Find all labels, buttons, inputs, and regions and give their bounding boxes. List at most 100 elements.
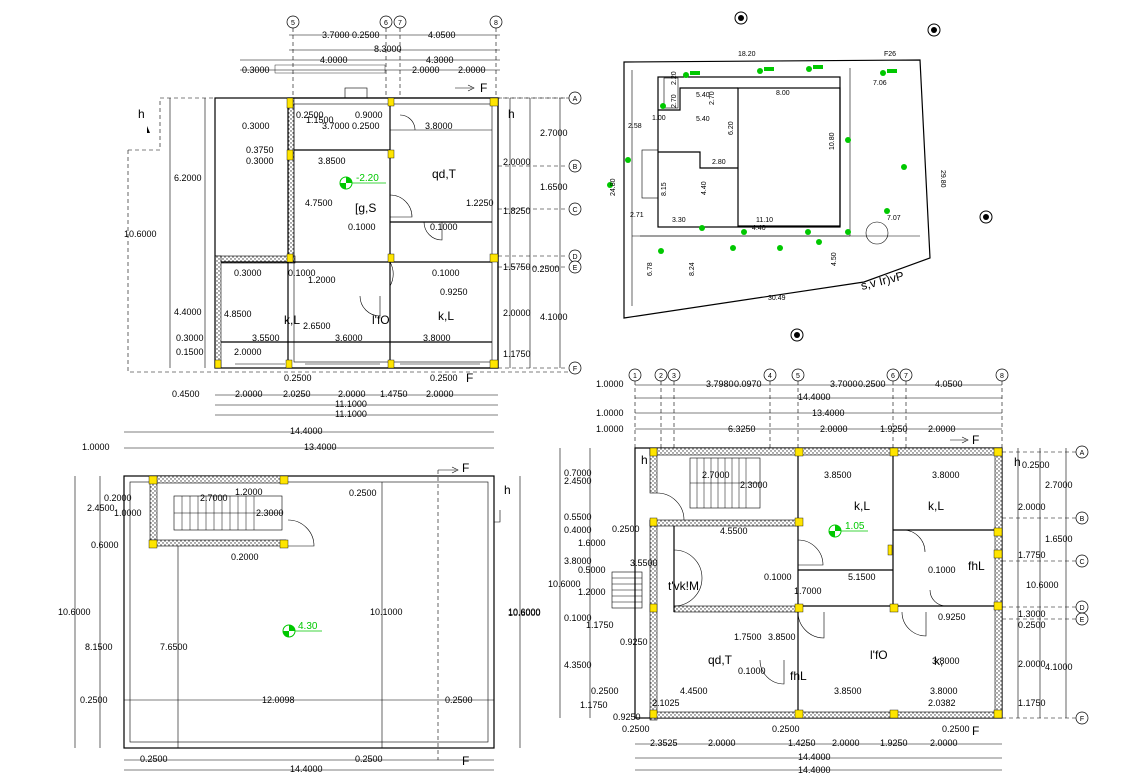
dim-bottom: 1.9250: [880, 738, 908, 748]
dim-inner: 0.2500: [612, 524, 640, 534]
grid-bubble-top-7: 7: [899, 368, 913, 382]
room-label: fhL: [790, 669, 807, 683]
dim-inner: 10.1000: [370, 607, 403, 617]
dim-inner: 2.1025: [652, 698, 680, 708]
site-dim: 6.20: [728, 121, 735, 135]
svg-text:B: B: [573, 164, 578, 171]
dim-left: 1.2000: [578, 587, 606, 597]
dim-right-4: 1.8250: [503, 206, 531, 216]
site-dim: 8.24: [689, 262, 696, 276]
dim-bottom: 2.0000: [426, 389, 454, 399]
dim-top: 2.0000: [820, 424, 848, 434]
grid-bubble-top-3: 3: [667, 368, 681, 382]
dim-right-1: 2.7000: [540, 128, 568, 138]
site-edge-label: F26: [884, 51, 896, 58]
dim-bottom: 14.4000: [290, 764, 323, 774]
site-dim: 10.80: [829, 132, 836, 150]
dim-inner: 1.2000: [308, 275, 336, 285]
dim-right-9: 1.1750: [503, 349, 531, 359]
room-label: qd,T: [432, 167, 457, 181]
dim-left: 0.6000: [91, 540, 119, 550]
section-mark-f: F: [972, 724, 979, 738]
dim-right: 1.7750: [1018, 550, 1046, 560]
room-label: k,L: [438, 309, 454, 323]
dim-right-6: 0.2500: [532, 264, 560, 274]
grid-bubble-right-E: E: [568, 260, 582, 274]
site-dim: 5.40: [696, 92, 710, 99]
room-label: l'fO: [870, 648, 888, 662]
dim-top: 6.3250: [728, 424, 756, 434]
svg-text:4: 4: [768, 373, 772, 380]
dim-top-9: 2.0000: [458, 65, 486, 75]
grid-bubble-top-8: 8: [995, 368, 1009, 382]
room-label: fhL: [968, 559, 985, 573]
room-label: t'vk!M: [668, 579, 699, 593]
dim-top: 13.4000: [812, 408, 845, 418]
dim-bottom: 2.0000: [832, 738, 860, 748]
site-dim: 6.78: [647, 262, 654, 276]
site-edge-label: 24.80: [610, 178, 617, 196]
dim-bottom: 2.0000: [338, 389, 366, 399]
dim-inner: 2.3000: [740, 480, 768, 490]
dim-inner: 4.5500: [720, 526, 748, 536]
dim-inner: 3.8000: [932, 470, 960, 480]
dim-bottom: 14.4000: [798, 752, 831, 762]
dim-top-6: 4.3000: [426, 55, 454, 65]
dim-right: 4.1000: [1045, 662, 1073, 672]
section-mark-h: h: [138, 107, 145, 121]
dim-inner: 1.2000: [235, 487, 263, 497]
svg-text:E: E: [573, 265, 578, 272]
site-dim: 2.20: [671, 71, 678, 85]
site-dim: 2.80: [712, 159, 726, 166]
dim-bottom: 14.4000: [798, 765, 831, 775]
dim-bottom: 11.1000: [335, 409, 367, 419]
site-north-text: s,v Ir)vP: [859, 269, 905, 293]
dim-right: 0.2500: [1018, 620, 1046, 630]
svg-text:1: 1: [633, 373, 637, 380]
svg-text:F: F: [573, 366, 577, 373]
svg-text:A: A: [1080, 450, 1085, 457]
level-marker: -2.20: [339, 173, 386, 190]
dim-bottom: 0.2500: [622, 724, 650, 734]
grid-bubble-top-4: 4: [763, 368, 777, 382]
site-dim: 7.06: [873, 80, 887, 87]
dim-right: 2.0000: [1018, 659, 1046, 669]
dim-right-2: 2.0000: [503, 157, 531, 167]
dim-top-3: 4.0500: [428, 30, 456, 40]
site-dim: 11.10: [756, 217, 773, 224]
dim-top-7: 0.3000: [242, 65, 270, 75]
grid-bubble-top-1: 1: [628, 368, 642, 382]
dim-inner: 0.1000: [432, 268, 460, 278]
site-dim: 4.40: [701, 181, 708, 195]
grid-bubble-right-D: D: [568, 249, 582, 263]
dim-top: 13.4000: [304, 442, 337, 452]
site-edge-label: 18.20: [738, 51, 756, 58]
site-dim: 5.40: [696, 116, 710, 123]
room-label: k,L: [284, 313, 300, 327]
site-dim: 2.70: [709, 91, 716, 105]
dim-top-5: 4.0000: [320, 55, 348, 65]
grid-bubble-top-2: 2: [654, 368, 668, 382]
dim-left: 10.6000: [508, 608, 541, 618]
dim-top: 0.0970: [734, 379, 762, 389]
dim-top-1: 3.7000: [322, 30, 350, 40]
dim-inner: 0.1500: [176, 347, 204, 357]
svg-text:6: 6: [384, 20, 388, 27]
svg-text:4.30: 4.30: [298, 621, 318, 632]
svg-text:2: 2: [659, 373, 663, 380]
dim-bottom: 2.0000: [235, 389, 263, 399]
room-label: k,: [934, 654, 943, 668]
dim-left: 0.1000: [564, 613, 592, 623]
dim-top: 3.7980: [706, 379, 734, 389]
dim-right: 0.2500: [1022, 460, 1050, 470]
svg-text:7: 7: [904, 373, 908, 380]
site-dim: 8.00: [776, 90, 790, 97]
section-mark-h: h: [508, 107, 515, 121]
dim-left-3: 4.4000: [174, 307, 202, 317]
dim-inner: 2.6500: [303, 321, 331, 331]
plan-bottom-left: 14.4000 1.0000 13.4000 10.6000 8.15: [58, 426, 541, 774]
dim-inner: 0.3000: [246, 156, 274, 166]
dim-right-7: 2.0000: [503, 308, 531, 318]
dim-inner: 5.1500: [848, 572, 876, 582]
dim-inner: 0.2500: [352, 121, 380, 131]
